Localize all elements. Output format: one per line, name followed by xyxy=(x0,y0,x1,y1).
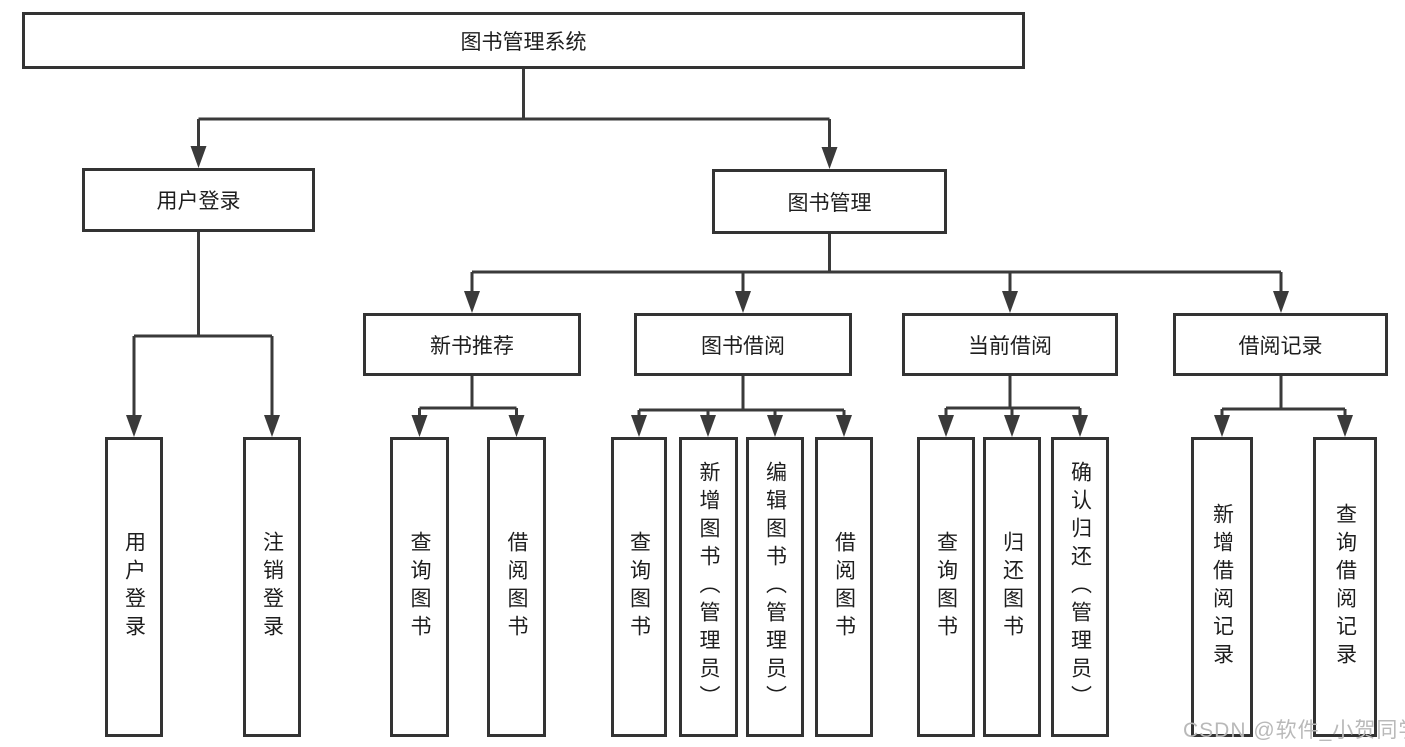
node-label: 归还图书 xyxy=(1000,531,1024,643)
leaf-nbr-query-book: 查询图书 xyxy=(390,437,449,737)
node-label: 用户登录 xyxy=(122,531,146,643)
node-label: 借阅图书 xyxy=(505,531,528,643)
node-book-management-branch: 图书管理 xyxy=(712,169,947,234)
node-new-book-recommend: 新书推荐 xyxy=(363,313,581,376)
leaf-user-login: 用户登录 xyxy=(105,437,163,737)
node-label: 新增借阅记录 xyxy=(1210,503,1234,671)
node-label: 用户登录 xyxy=(156,190,241,213)
connector-currentborrow-to-leaves xyxy=(938,376,1088,437)
leaf-bb-add-book-admin: 新增图书（管理员） xyxy=(679,437,738,737)
leaf-cb-confirm-return-admin: 确认归还（管理员） xyxy=(1051,437,1109,737)
node-label: 新增图书（管理员） xyxy=(697,461,720,713)
connector-bookmgmt-to-level3 xyxy=(464,234,1289,313)
leaf-logout: 注销登录 xyxy=(243,437,301,737)
node-system-root: 图书管理系统 xyxy=(22,12,1025,69)
leaf-nbr-borrow-book: 借阅图书 xyxy=(487,437,546,737)
node-label: 查询借阅记录 xyxy=(1333,503,1357,671)
leaf-br-add-record: 新增借阅记录 xyxy=(1191,437,1253,737)
leaf-bb-query-book: 查询图书 xyxy=(611,437,667,737)
node-label: 新书推荐 xyxy=(430,334,514,358)
connector-borrowrecords-to-leaves xyxy=(1214,376,1353,437)
node-label: 注销登录 xyxy=(260,531,284,643)
connector-bookborrow-to-leaves xyxy=(631,376,852,437)
csdn-watermark: CSDN @软件_小贺同学 xyxy=(1183,719,1405,742)
node-label: 借阅图书 xyxy=(832,531,856,643)
leaf-br-query-record: 查询借阅记录 xyxy=(1313,437,1377,737)
connector-userlogin-to-leaves xyxy=(126,232,280,437)
node-book-borrow: 图书借阅 xyxy=(634,313,852,376)
node-label: 图书借阅 xyxy=(701,334,785,358)
leaf-cb-query-book: 查询图书 xyxy=(917,437,975,737)
node-label: 确认归还（管理员） xyxy=(1068,461,1092,713)
leaf-cb-return-book: 归还图书 xyxy=(983,437,1041,737)
leaf-bb-edit-book-admin: 编辑图书（管理员） xyxy=(746,437,804,737)
connector-root-to-level2 xyxy=(190,69,838,169)
node-label: 查询图书 xyxy=(934,531,958,643)
leaf-bb-borrow-book: 借阅图书 xyxy=(815,437,873,737)
node-label: 借阅记录 xyxy=(1238,334,1323,358)
node-label: 查询图书 xyxy=(408,531,431,643)
node-borrow-records: 借阅记录 xyxy=(1173,313,1388,376)
connector-newbookrec-to-leaves xyxy=(411,376,525,437)
node-current-borrow: 当前借阅 xyxy=(902,313,1118,376)
node-label: 图书管理 xyxy=(787,191,872,215)
node-label: 查询图书 xyxy=(627,531,651,643)
node-label: 编辑图书（管理员） xyxy=(763,461,787,713)
node-label: 当前借阅 xyxy=(968,334,1052,358)
node-label: 图书管理系统 xyxy=(460,30,587,54)
node-user-login-branch: 用户登录 xyxy=(82,168,315,232)
